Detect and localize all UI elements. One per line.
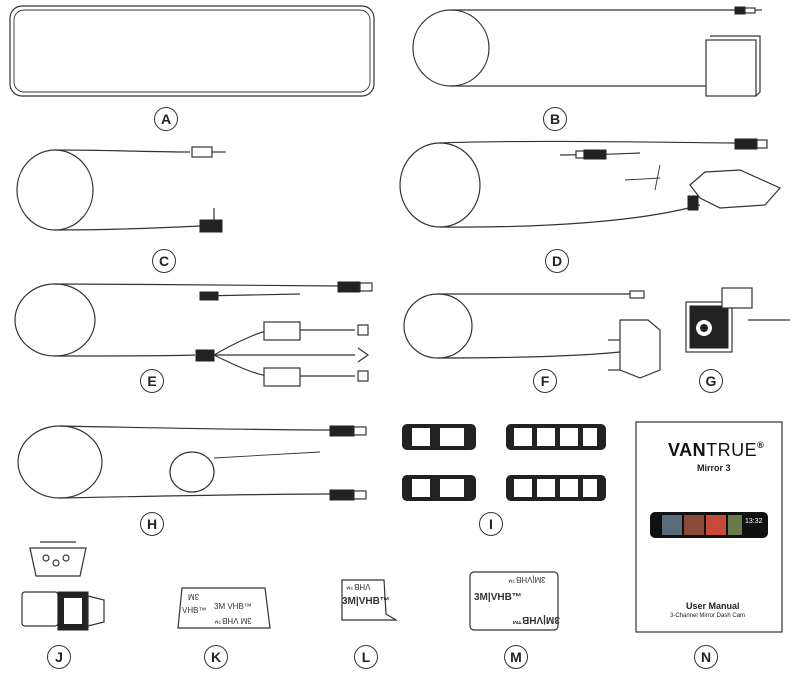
manual-subtitle: 3-Channel Mirror Dash Cam bbox=[670, 613, 746, 619]
label-e: E bbox=[140, 369, 164, 393]
label-g: G bbox=[699, 369, 723, 393]
label-k: K bbox=[204, 645, 228, 669]
manual-model: Mirror 3 bbox=[697, 463, 731, 473]
tape-m-line2: 3M|VHB™ bbox=[474, 592, 522, 603]
label-a: A bbox=[154, 107, 178, 131]
tape-k-line4: 3M VHB™ bbox=[214, 616, 252, 625]
label-n: N bbox=[694, 645, 718, 669]
hardwire-kit bbox=[14, 281, 373, 387]
tape-l-line1: 3M|VHB™ bbox=[342, 596, 390, 607]
label-h: H bbox=[140, 512, 164, 536]
label-i: I bbox=[479, 512, 503, 536]
extension-cable bbox=[17, 425, 367, 501]
label-f: F bbox=[533, 369, 557, 393]
screen-time: 13:32 bbox=[745, 518, 763, 525]
manual-brand: VANTRUE® bbox=[668, 440, 764, 461]
camera-mount bbox=[685, 287, 790, 353]
adhesive-tape-l bbox=[341, 579, 399, 621]
tape-l-line2: VHB™ bbox=[346, 582, 371, 591]
adhesive-tape-k bbox=[177, 587, 271, 629]
brand-light: TRUE bbox=[706, 440, 758, 460]
label-d: D bbox=[545, 249, 569, 273]
label-j: J bbox=[47, 645, 71, 669]
tape-m-line3: 3M|VHB™ bbox=[512, 614, 560, 625]
label-c: C bbox=[152, 249, 176, 273]
registered-mark: ® bbox=[757, 440, 765, 450]
adhesive-tape-m bbox=[469, 571, 559, 631]
tape-k-line3: VHB™ bbox=[182, 606, 207, 615]
label-m: M bbox=[504, 645, 528, 669]
label-l: L bbox=[354, 645, 378, 669]
tape-k-line1: 3M bbox=[188, 592, 200, 601]
rear-camera-cable bbox=[412, 6, 762, 97]
tape-m-line1: 3M|VHB™ bbox=[508, 575, 546, 584]
gps-mount-cable bbox=[403, 290, 661, 379]
tape-k-line2: 3M VHB™ bbox=[214, 602, 252, 611]
mirror-body bbox=[9, 5, 375, 97]
usb-cable bbox=[16, 146, 226, 233]
brand-bold: VAN bbox=[668, 440, 707, 460]
label-b: B bbox=[543, 107, 567, 131]
mount-bracket bbox=[21, 541, 105, 631]
rubber-straps bbox=[402, 424, 606, 501]
car-charger-cable bbox=[399, 138, 781, 228]
user-manual-cover bbox=[635, 421, 783, 633]
manual-title: User Manual bbox=[686, 601, 740, 611]
